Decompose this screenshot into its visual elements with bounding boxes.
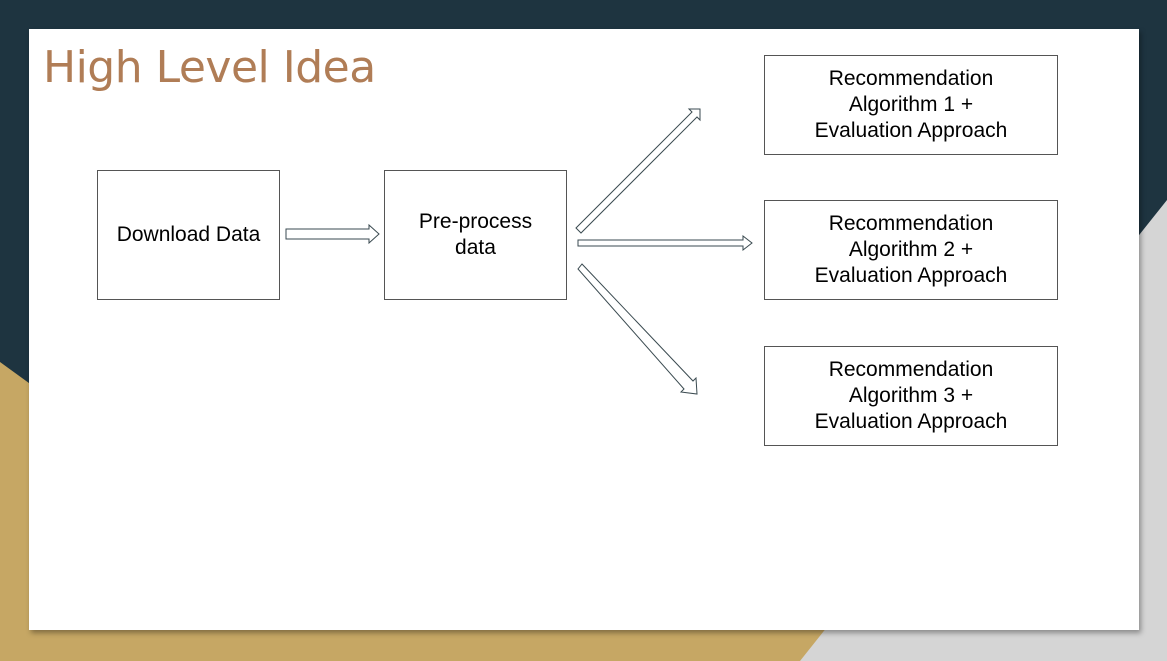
arrow-download-to-preprocess <box>285 223 380 245</box>
slide-canvas: High Level Idea Download Data Pre-proces… <box>29 29 1139 630</box>
node-algorithm-3: Recommendation Algorithm 3 + Evaluation … <box>764 346 1058 446</box>
arrow-preprocess-to-algorithm-2 <box>577 234 753 252</box>
arrow-preprocess-to-algorithm-3 <box>577 263 698 395</box>
node-algorithm-1: Recommendation Algorithm 1 + Evaluation … <box>764 55 1058 155</box>
node-algorithm-2: Recommendation Algorithm 2 + Evaluation … <box>764 200 1058 300</box>
arrow-preprocess-to-algorithm-1 <box>575 108 701 234</box>
node-preprocess-data: Pre-process data <box>384 170 567 300</box>
slide-title: High Level Idea <box>43 42 376 93</box>
node-download-data: Download Data <box>97 170 280 300</box>
